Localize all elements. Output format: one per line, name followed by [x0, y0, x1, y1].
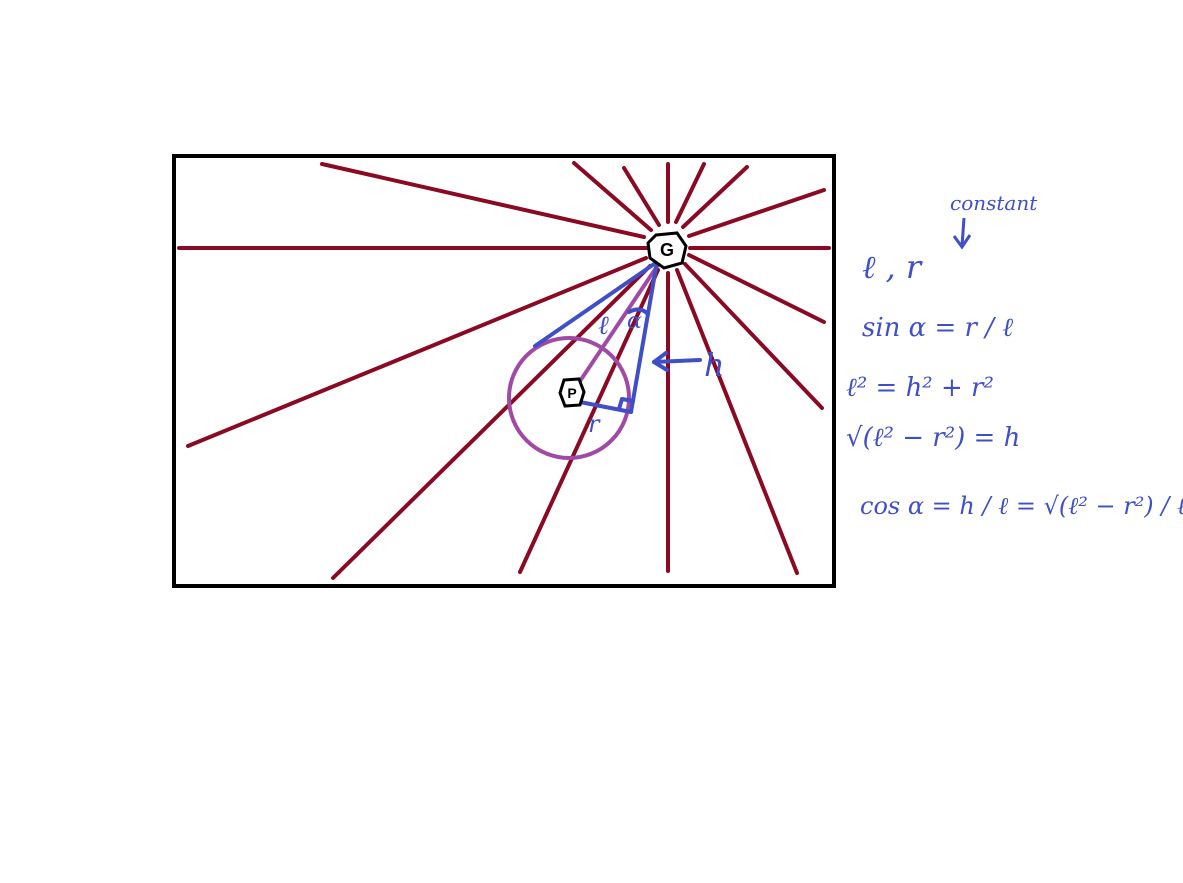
h-arrow-head — [652, 351, 669, 372]
ray — [331, 264, 652, 580]
ray — [675, 268, 799, 575]
ray — [518, 268, 660, 574]
p-node: P — [558, 377, 586, 408]
note-sin-eq: sin α = r / ℓ — [862, 313, 1013, 343]
p-node-label: P — [567, 385, 576, 401]
ray — [572, 161, 653, 232]
note-sqrt-eq: √(ℓ² − r²) = h — [846, 423, 1020, 453]
note-pyth: ℓ² = h² + r² — [846, 373, 994, 403]
g-node-label: G — [660, 240, 674, 260]
notes-group: constant ℓ , r sin α = r / ℓ ℓ² = h² + r… — [846, 191, 1183, 520]
influence-circle — [507, 336, 631, 460]
g-node-shape — [646, 231, 688, 270]
distance-line-l — [572, 260, 662, 392]
ray — [674, 162, 706, 224]
p-node-shape — [558, 377, 586, 408]
constant-arrow-shaft — [960, 217, 966, 247]
ray — [687, 188, 826, 238]
label-alpha: α — [627, 309, 642, 334]
tangent-line-h — [629, 260, 659, 414]
ray — [186, 256, 648, 448]
note-cos-eq: cos α = h / ℓ = √(ℓ² − r²) / ℓ — [860, 492, 1183, 520]
ray — [683, 262, 824, 410]
ray — [320, 162, 646, 239]
alpha-arc — [627, 307, 650, 316]
label-h: h — [704, 346, 725, 384]
note-constant: constant — [950, 191, 1038, 215]
ray — [622, 166, 661, 227]
tangent-line-upper — [533, 260, 659, 348]
radius-line-r — [578, 400, 633, 414]
label-r: r — [588, 410, 601, 438]
right-angle-mark — [617, 397, 635, 411]
constant-arrow-head — [952, 234, 972, 250]
ray-group — [177, 161, 831, 580]
note-given: ℓ , r — [862, 248, 923, 286]
ray — [687, 253, 826, 324]
label-l: ℓ — [598, 311, 609, 341]
h-arrow-shaft — [652, 358, 702, 364]
tangent-triangle — [533, 260, 702, 414]
ray — [681, 165, 749, 229]
g-node: G — [646, 231, 688, 270]
frame-rect — [172, 154, 836, 588]
